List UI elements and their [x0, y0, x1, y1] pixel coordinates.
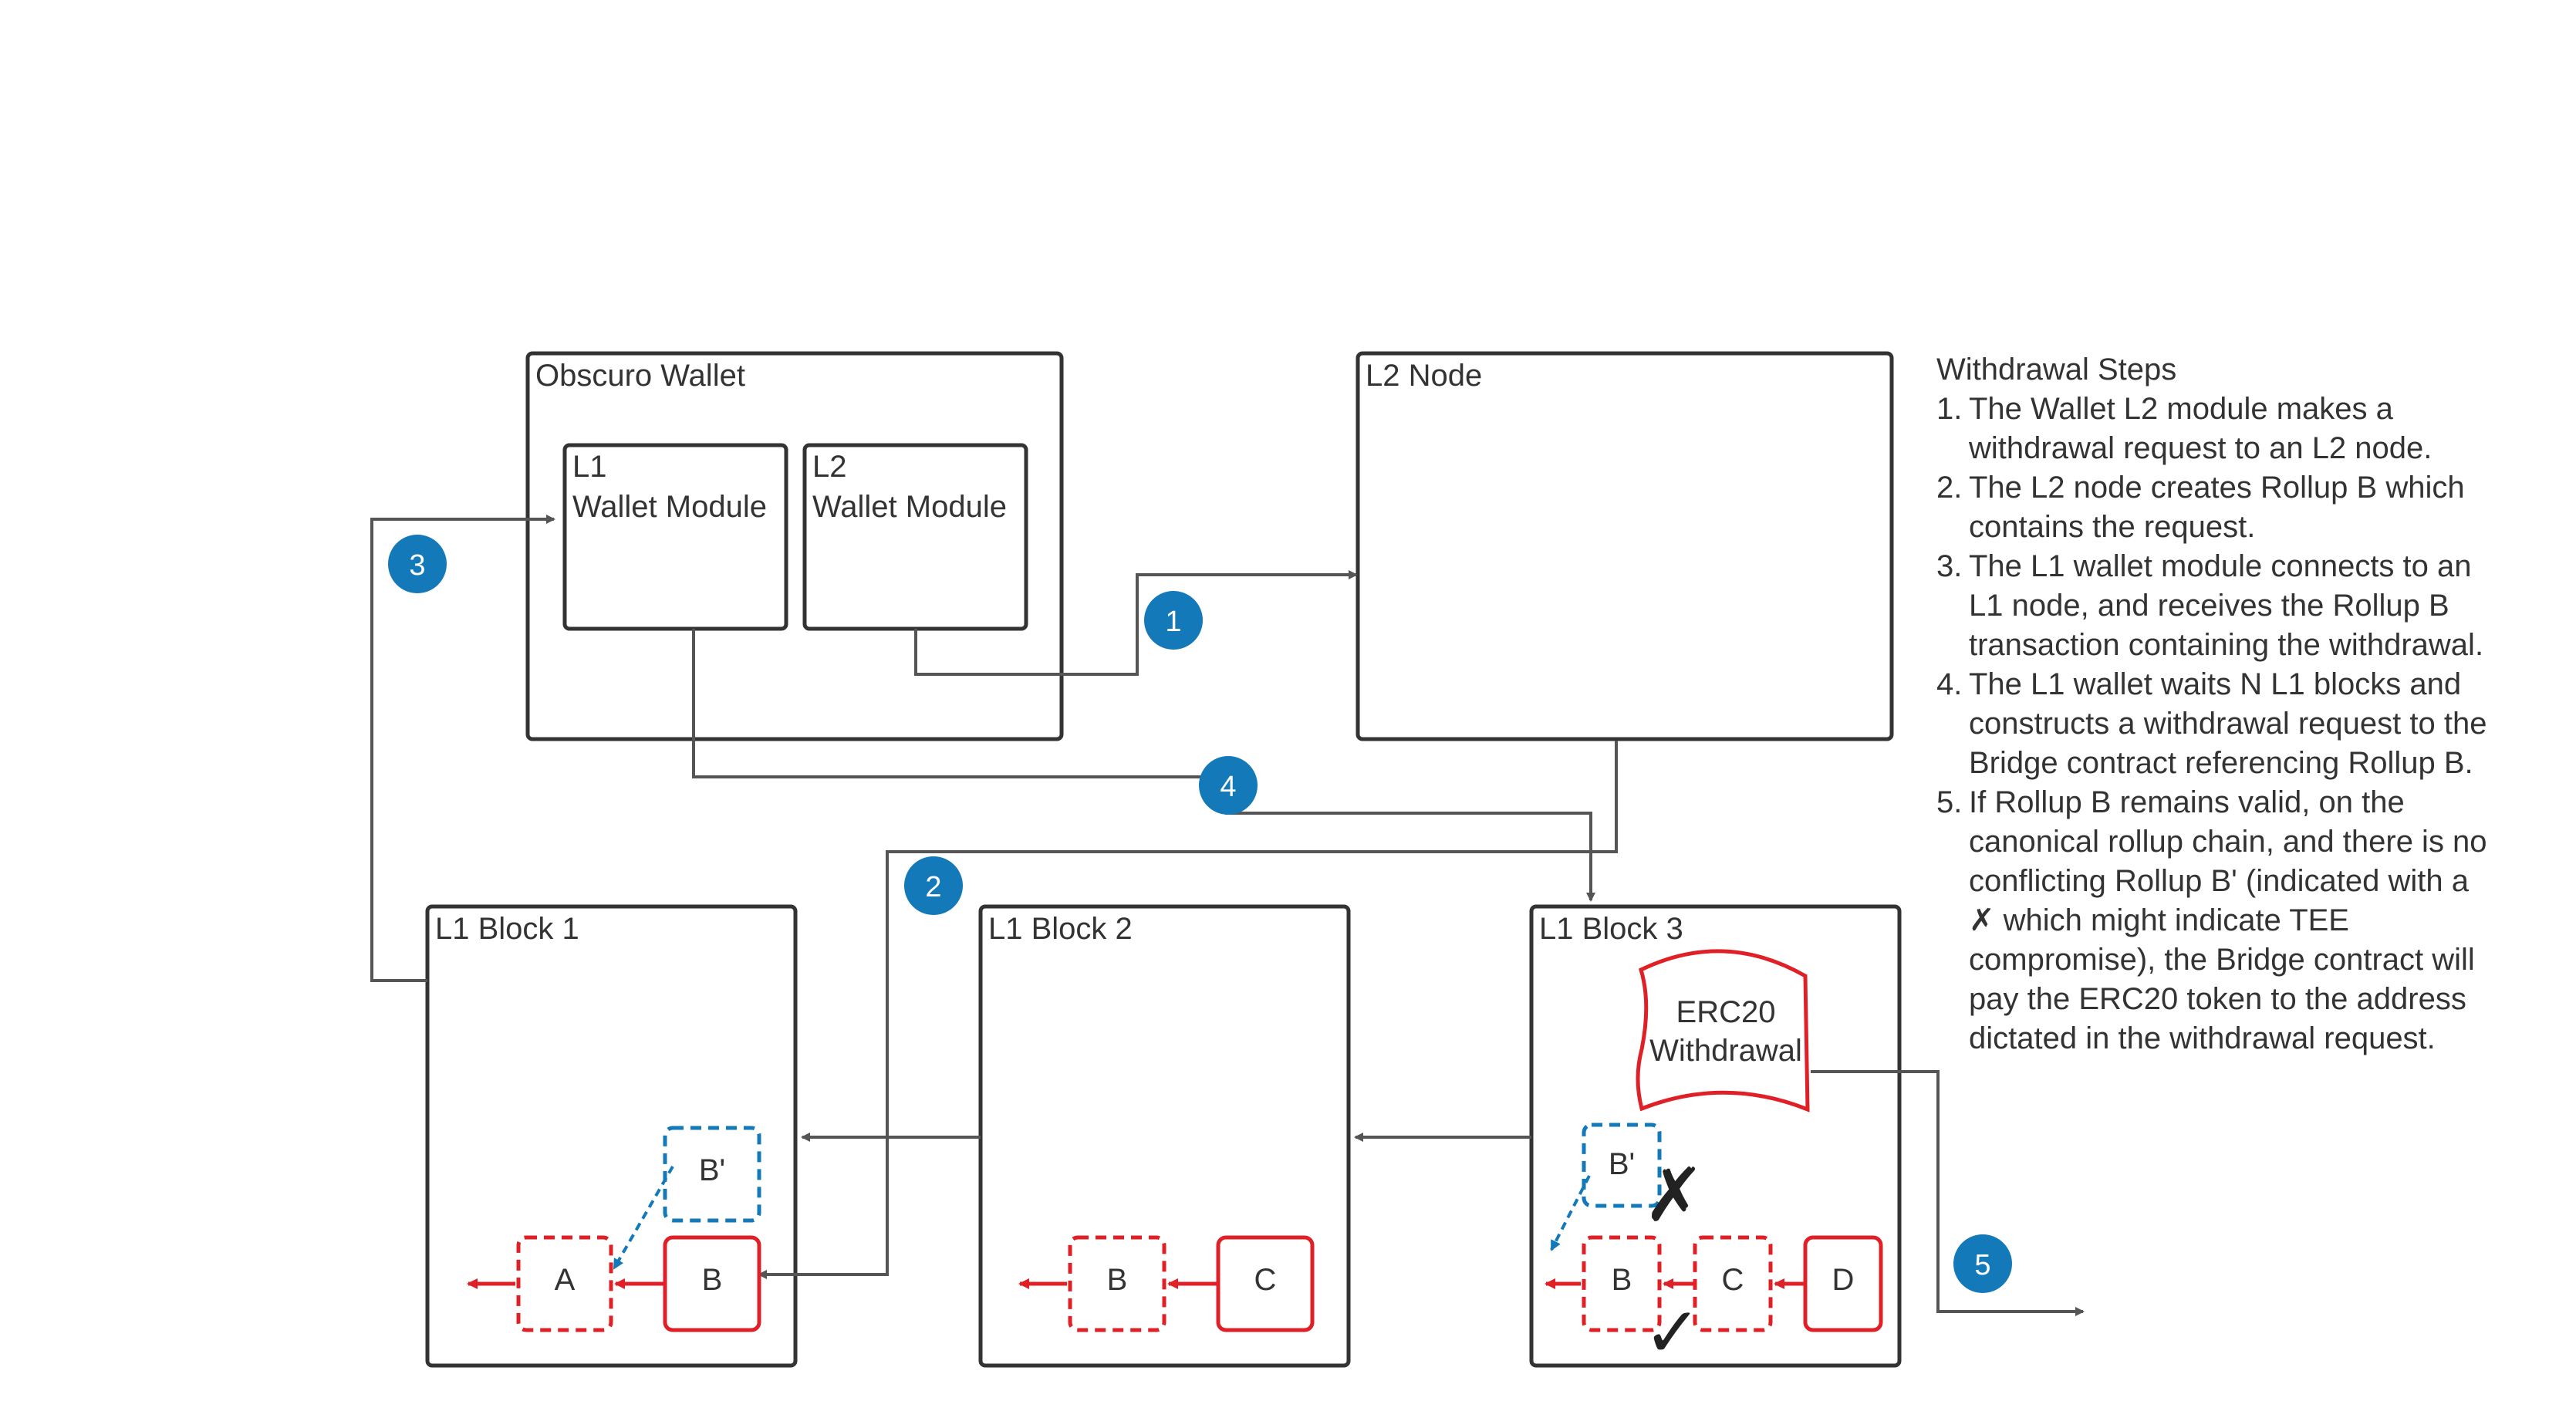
withdrawal-step: 3.The L1 wallet module connects to an L1 … [1936, 547, 2554, 665]
l1-wallet-module-label-line1: L1 [572, 450, 607, 484]
withdrawal-step-number: 5. [1936, 785, 1963, 819]
withdrawal-step-line: conflicting Rollup B' (indicated with a [1969, 864, 2469, 898]
arrow-l2-node-to-block1 [758, 741, 1618, 1279]
l2-node-label: L2 Node [1366, 359, 1482, 393]
fork-arrow-bprime-block3 [1550, 1175, 1591, 1251]
withdrawal-step-line: ✗ which might indicate TEE [1969, 903, 2349, 937]
rollup-a-block1 [516, 1235, 613, 1332]
withdrawal-step-line: The L1 wallet module connects to an [1969, 549, 2472, 583]
step-badge-4-label: 4 [1220, 771, 1236, 803]
step-badge-3 [388, 535, 447, 593]
arrow-erc20-payout [1811, 1070, 2085, 1316]
rollup-c-block3-label: C [1722, 1263, 1744, 1297]
cross-mark: ✗ [1643, 1152, 1705, 1238]
withdrawal-step-line: The L2 node creates Rollup B which [1969, 471, 2465, 505]
step-badge-2-label: 2 [925, 871, 941, 903]
withdrawal-step-line: transaction containing the withdrawal. [1969, 628, 2484, 662]
rollup-bprime-block3 [1582, 1123, 1662, 1208]
erc20-withdrawal-label-line2: Withdrawal [1649, 1034, 1802, 1068]
rollup-bprime-block1 [663, 1126, 761, 1223]
withdrawal-steps-list: 1.The Wallet L2 module makes a withdrawal… [1936, 390, 2554, 1058]
withdrawal-step-number: 2. [1936, 471, 1963, 505]
rollup-b-block2 [1068, 1235, 1166, 1332]
step-badge-5 [1953, 1234, 2012, 1293]
withdrawal-step-line: pay the ERC20 token to the address [1969, 982, 2466, 1016]
withdrawal-step: 5.If Rollup B remains valid, on the canon… [1936, 783, 2554, 1058]
rollup-b-block1-label: B [702, 1263, 723, 1297]
l1-block-1-label: L1 Block 1 [435, 912, 579, 946]
arrow-block1-to-l1-module [370, 515, 555, 982]
withdrawal-step-line: If Rollup B remains valid, on the [1969, 785, 2405, 819]
withdrawal-step: 4.The L1 wallet waits N L1 blocks and con… [1936, 665, 2554, 783]
withdrawal-step-line: Bridge contract referencing Rollup B. [1969, 746, 2473, 780]
arrow-l1-module-to-block3 [692, 629, 1595, 902]
obscuro-wallet-label: Obscuro Wallet [535, 359, 745, 393]
l2-wallet-module-label-line2: Wallet Module [812, 490, 1007, 524]
withdrawal-step-line: contains the request. [1969, 510, 2256, 544]
withdrawal-step-line: compromise), the Bridge contract will [1969, 943, 2475, 977]
l1-wallet-module-label-line2: Wallet Module [572, 490, 767, 524]
withdrawal-step: 1.The Wallet L2 module makes a withdrawal… [1936, 390, 2554, 468]
withdrawal-step: 2.The L2 node creates Rollup B which cont… [1936, 468, 2554, 547]
step-badge-3-label: 3 [409, 549, 425, 582]
withdrawal-step-line: canonical rollup chain, and there is no [1969, 825, 2487, 859]
check-mark: ✓ [1643, 1292, 1701, 1373]
rollup-a-block1-label: A [555, 1263, 576, 1297]
rollup-b-block2-label: B [1107, 1263, 1128, 1297]
rollup-b-block3-label: B [1612, 1263, 1632, 1297]
withdrawal-step-number: 4. [1936, 667, 1963, 701]
step-badge-2 [904, 856, 963, 915]
l1-block-3-label: L1 Block 3 [1539, 912, 1683, 946]
rollup-b-block3 [1582, 1235, 1662, 1332]
l1-wallet-module-box [562, 443, 788, 631]
step-badge-4 [1199, 756, 1258, 815]
withdrawal-step-line: The L1 wallet waits N L1 blocks and [1969, 667, 2462, 701]
withdrawal-step-number: 1. [1936, 392, 1963, 426]
step-badge-1-label: 1 [1165, 606, 1181, 638]
arrow-l2-module-to-l2-node [914, 570, 1358, 676]
withdrawal-step-line: L1 node, and receives the Rollup B [1969, 589, 2449, 623]
rollup-c-block2-label: C [1254, 1263, 1277, 1297]
withdrawal-step-line: withdrawal request to an L2 node. [1969, 431, 2433, 465]
erc20-withdrawal-flag [1636, 949, 1810, 1112]
withdrawal-steps-title: Withdrawal Steps [1936, 353, 2177, 387]
l1-block-1-box [425, 904, 798, 1368]
step-badge-5-label: 5 [1974, 1249, 1990, 1281]
erc20-withdrawal-label-line1: ERC20 [1676, 995, 1776, 1029]
withdrawal-steps-panel: Withdrawal Steps 1.The Wallet L2 module … [1936, 350, 2554, 1058]
rollup-d-block3-label: D [1832, 1263, 1855, 1297]
rollup-bprime-block3-label: B' [1609, 1147, 1635, 1181]
withdrawal-step-line: The Wallet L2 module makes a [1969, 392, 2393, 426]
withdrawal-step-number: 3. [1936, 549, 1963, 583]
l2-wallet-module-label-line1: L2 [812, 450, 847, 484]
step-badge-1 [1144, 591, 1203, 650]
fork-arrow-bprime-to-a-block1 [613, 1166, 674, 1270]
withdrawal-step-line: constructs a withdrawal request to the [1969, 707, 2487, 741]
l2-node-box [1356, 351, 1894, 741]
withdrawal-step-line: dictated in the withdrawal request. [1969, 1021, 2436, 1055]
l1-block-2-label: L1 Block 2 [988, 912, 1133, 946]
rollup-bprime-block1-label: B' [699, 1153, 725, 1187]
obscuro-wallet-box [525, 351, 1064, 741]
